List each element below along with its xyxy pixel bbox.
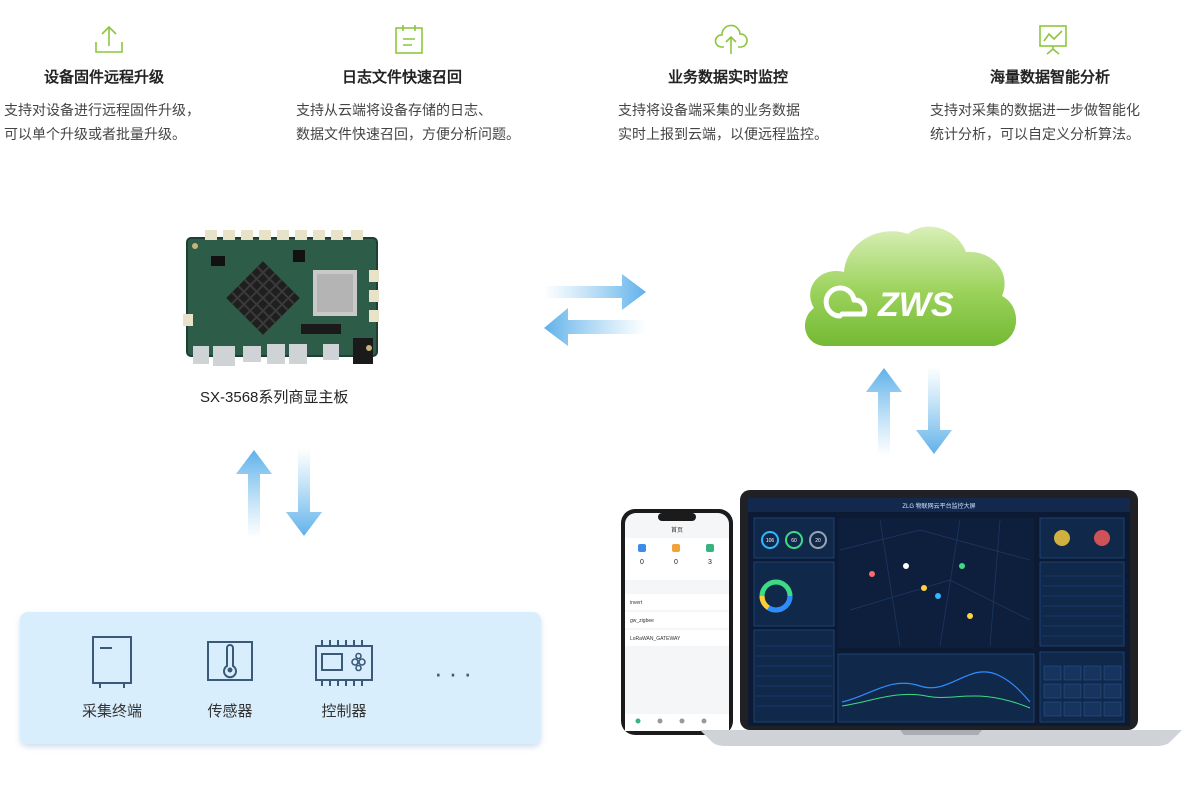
phone-title: 首页 xyxy=(671,526,683,534)
phone-list-item: gw_zigbee xyxy=(630,618,654,624)
arrow-down xyxy=(916,366,952,454)
phone-list-item: LoRaWAN_GATEWAY xyxy=(630,636,681,642)
arrow-up xyxy=(236,450,272,538)
horizontal-exchange-arrows xyxy=(544,274,646,346)
arrow-up xyxy=(866,368,902,456)
gauge-value: 60 xyxy=(791,538,797,544)
description-line: 支持对设备进行远程固件升级， xyxy=(4,102,200,118)
description-line: 实时上报到云端，以便远程监控。 xyxy=(618,126,828,142)
zws-cloud: ZWS xyxy=(804,226,1017,346)
feature-title: 设备固件远程升级 xyxy=(44,69,165,86)
device-terminal: 采集终端 xyxy=(62,634,162,721)
description-line: 统计分析，可以自定义分析算法。 xyxy=(930,126,1140,142)
controller-icon xyxy=(315,640,373,686)
phone-stat: 0 xyxy=(674,559,678,566)
feature-description: 支持对设备进行远程固件升级， 可以单个升级或者批量升级。 xyxy=(4,98,200,146)
arrow-left xyxy=(544,308,646,346)
mainboard-label: SX-3568系列商显主板 xyxy=(200,389,349,406)
cloud-logo-text: ZWS xyxy=(877,286,954,324)
cloud-upload-icon xyxy=(714,24,748,54)
description-line: 支持将设备端采集的业务数据 xyxy=(618,102,800,118)
description-line: 支持从云端将设备存储的日志、 xyxy=(296,102,492,118)
feature-title: 业务数据实时监控 xyxy=(668,69,789,86)
gauge-value: 106 xyxy=(766,538,775,544)
gauge-value: 20 xyxy=(815,538,821,544)
description-line: 数据文件快速召回，方便分析问题。 xyxy=(296,126,520,142)
thermometer-icon xyxy=(207,641,253,681)
phone-list-item: invert xyxy=(630,600,643,606)
chart-board-icon xyxy=(1039,25,1067,55)
more-devices-ellipsis: ··· xyxy=(434,658,478,688)
device-controller: 控制器 xyxy=(294,634,394,721)
phone-stat: 0 xyxy=(640,559,644,566)
vertical-cloud-arrows xyxy=(866,366,952,456)
description-line: 可以单个升级或者批量升级。 xyxy=(4,126,186,142)
feature-title: 日志文件快速召回 xyxy=(342,69,463,86)
field-devices-panel: 采集终端 传感器 控制器 ··· xyxy=(20,612,541,744)
device-label: 采集终端 xyxy=(81,703,142,720)
feature-title: 海量数据智能分析 xyxy=(990,69,1111,86)
arrow-right xyxy=(544,274,646,310)
laptop-dashboard: ZLG 物联网云平台监控大屏 106 60 20 xyxy=(700,490,1182,746)
phone-stat: 3 xyxy=(708,559,712,566)
vertical-device-arrows xyxy=(236,448,322,538)
device-sensor: 传感器 xyxy=(180,634,280,721)
description-line: 支持对采集的数据进一步做智能化 xyxy=(930,102,1140,118)
document-icon xyxy=(395,25,423,54)
smartphone-app: 首页 0 0 3 invert gw_zigbee LoRaWAN_GATEWA… xyxy=(621,509,733,735)
arrow-down xyxy=(286,448,322,536)
dashboard-title: ZLG 物联网云平台监控大屏 xyxy=(902,502,975,510)
feature-description: 支持从云端将设备存储的日志、 数据文件快速召回，方便分析问题。 xyxy=(296,98,520,146)
upload-icon xyxy=(95,25,123,53)
feature-description: 支持对采集的数据进一步做智能化 统计分析，可以自定义分析算法。 xyxy=(930,98,1140,146)
terminal-icon xyxy=(92,636,132,688)
device-label: 控制器 xyxy=(321,703,367,720)
feature-description: 支持将设备端采集的业务数据 实时上报到云端，以便远程监控。 xyxy=(618,98,828,146)
device-label: 传感器 xyxy=(207,703,253,720)
mainboard-image xyxy=(183,230,379,366)
